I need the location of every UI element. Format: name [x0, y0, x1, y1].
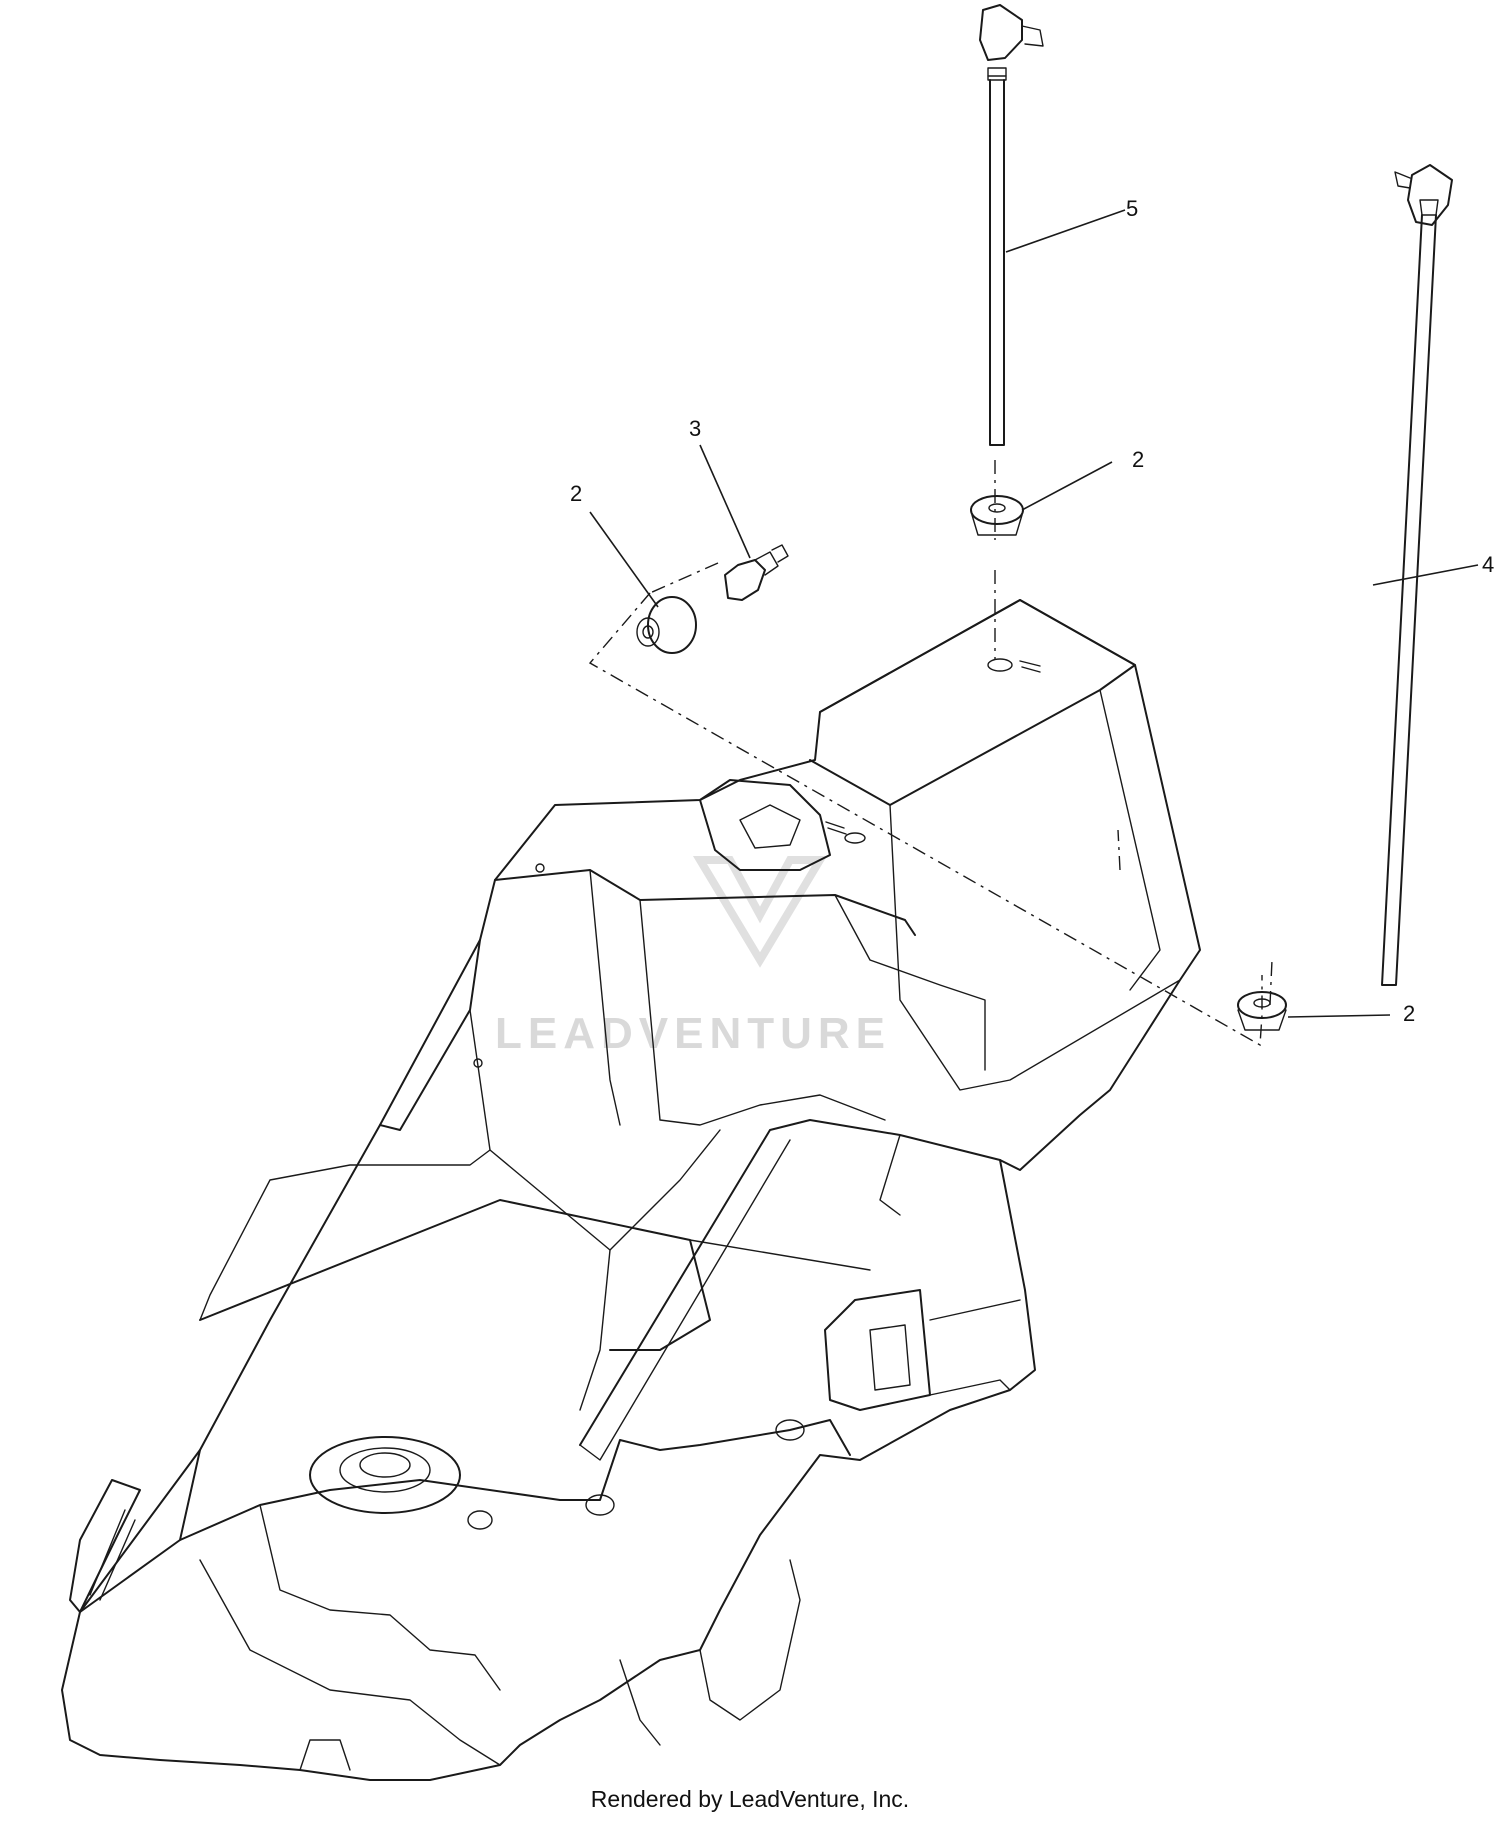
callout-4: 4 — [1482, 552, 1494, 577]
footer-credit: Rendered by LeadVenture, Inc. — [590, 1786, 910, 1812]
callout-2-right: 2 — [1403, 1001, 1415, 1026]
grommet-part-2-left — [636, 596, 697, 654]
callout-3: 3 — [689, 416, 701, 441]
tube-assembly-part-4 — [1381, 164, 1453, 986]
assembly-lines — [588, 460, 1273, 1047]
watermark-text: LEADVENTURE — [495, 1009, 891, 1058]
callout-5: 5 — [1126, 196, 1138, 221]
fitting-part-3 — [724, 544, 789, 601]
leadventure-watermark: LEADVENTURE — [495, 856, 891, 1058]
tube-assembly-part-5 — [979, 4, 1044, 446]
leader-lines — [589, 209, 1479, 1018]
grommet-part-2-top — [970, 495, 1024, 536]
fuel-tank — [61, 599, 1201, 1781]
callout-2-left: 2 — [570, 481, 582, 506]
grommet-part-2-right — [1237, 991, 1287, 1031]
callout-2-top: 2 — [1132, 447, 1144, 472]
